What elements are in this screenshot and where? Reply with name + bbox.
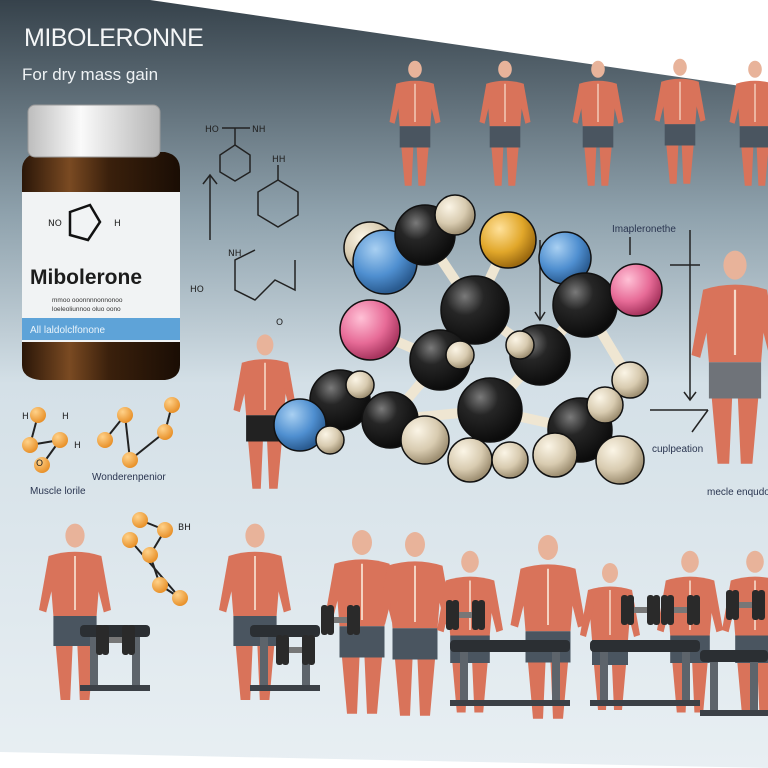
molecule-atom xyxy=(552,272,618,338)
molecule-atom xyxy=(440,275,510,345)
dumbbell xyxy=(726,590,765,620)
molecule-atom xyxy=(345,370,375,400)
bottle-band-text: All laldolclfonone xyxy=(30,325,105,336)
chem-label: NH xyxy=(228,249,242,259)
dumbbell xyxy=(321,605,360,635)
molecule-atom xyxy=(434,194,476,236)
molecule-atom xyxy=(505,330,535,360)
bottle-product-name: Mibolerone xyxy=(30,266,142,289)
chem-label: HH xyxy=(272,155,286,165)
chem-label: H xyxy=(74,441,81,451)
molecule-atom xyxy=(479,211,537,269)
molecule-atom xyxy=(445,340,475,370)
muscular-figure xyxy=(479,60,531,186)
orange-atom xyxy=(152,577,168,593)
label-wonder: Wonderenpenior xyxy=(92,472,166,483)
molecule-atom xyxy=(491,441,529,479)
orange-atom xyxy=(30,407,46,423)
orange-atom xyxy=(157,424,173,440)
chem-label: O xyxy=(276,318,283,328)
orange-atom xyxy=(157,522,173,538)
weight-bench xyxy=(590,640,700,706)
molecule-atom xyxy=(609,263,663,317)
chem-label: HO xyxy=(190,285,204,295)
orange-atom xyxy=(122,532,138,548)
orange-molecules xyxy=(22,397,188,606)
molecule-atom xyxy=(457,377,523,443)
bottle-structure-label: H xyxy=(114,219,121,229)
muscular-figure xyxy=(572,60,624,186)
weight-bench xyxy=(450,640,570,706)
orange-atom xyxy=(117,407,133,423)
chemical-structure-lines xyxy=(202,127,709,433)
chem-label: H xyxy=(22,412,29,422)
page-edge xyxy=(0,752,768,768)
bottle-label xyxy=(22,192,180,342)
orange-atom xyxy=(164,397,180,413)
muscular-figure xyxy=(691,250,768,464)
molecule-atom xyxy=(586,386,624,424)
molecule-atom xyxy=(532,432,578,478)
orange-atom xyxy=(132,512,148,528)
molecule-atom xyxy=(611,361,649,399)
label-imaple: Imapleronethe xyxy=(612,224,676,235)
bottle-cap xyxy=(27,104,161,158)
dumbbell xyxy=(96,625,135,655)
dumbbell xyxy=(446,600,485,630)
orange-atom xyxy=(172,590,188,606)
dumbbell xyxy=(621,595,660,625)
chem-label: NH xyxy=(252,125,266,135)
molecule-atom xyxy=(273,398,327,452)
label-muscle: Muscle lorile xyxy=(30,486,86,497)
orange-atom xyxy=(52,432,68,448)
molecule-atom xyxy=(447,437,493,483)
orange-atom xyxy=(142,547,158,563)
supplement-bottle: NO H Mibolerone mmoo ooonnnnonnonoo loel… xyxy=(22,104,180,380)
muscular-figure xyxy=(39,523,111,700)
chem-label: HO xyxy=(205,125,219,135)
muscular-figure xyxy=(654,58,706,184)
molecule-atom xyxy=(595,435,645,485)
orange-atom xyxy=(122,452,138,468)
orange-atom xyxy=(97,432,113,448)
label-mecle: mecle enqudone xyxy=(707,487,768,498)
muscular-figure xyxy=(729,60,768,186)
dumbbell xyxy=(661,595,700,625)
orange-atom xyxy=(34,457,50,473)
page-title: MIBOLERONNE xyxy=(24,24,203,52)
bottle-structure-label: NO xyxy=(48,219,62,229)
bottle-small-text: mmoo ooonnnnonnonoo xyxy=(52,297,123,304)
bottle-small-text: loeleoliunnoo oluo oono xyxy=(52,306,121,313)
gym-equipment xyxy=(80,590,768,716)
chem-label: BH xyxy=(178,523,191,533)
page-subtitle: For dry mass gain xyxy=(22,65,158,84)
orange-atom xyxy=(22,437,38,453)
bottle-structure-icon xyxy=(68,203,102,242)
bottle-band xyxy=(22,318,180,340)
dumbbell xyxy=(276,635,315,665)
molecule-atom xyxy=(339,299,401,361)
label-cupl: cuplpeation xyxy=(652,444,703,455)
page-corner xyxy=(150,0,768,90)
molecule-atom xyxy=(400,415,450,465)
chem-label: O xyxy=(36,459,43,469)
chem-label: H xyxy=(62,412,69,422)
ball-and-stick-molecule xyxy=(273,194,663,485)
muscular-figure xyxy=(389,60,441,186)
weight-bench xyxy=(700,650,768,716)
molecule-atom xyxy=(315,425,345,455)
